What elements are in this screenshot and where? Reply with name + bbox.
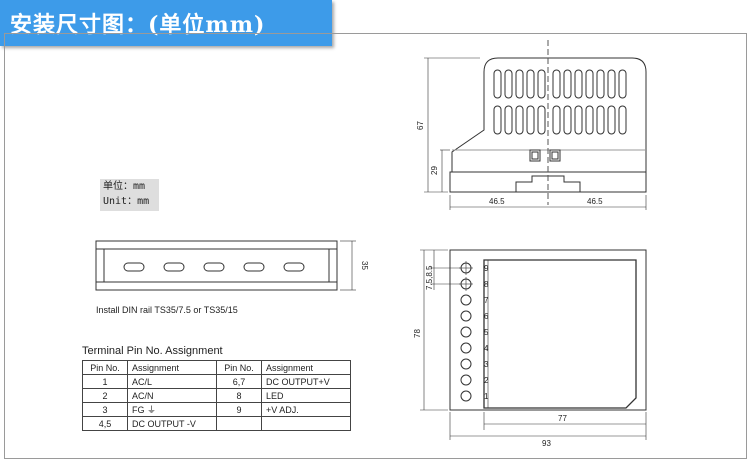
din-rail [95, 240, 356, 291]
table-row: 3 FG ⏚ 9 +V ADJ. [82, 402, 351, 417]
table-cell: 3 [82, 402, 128, 417]
table-cell: DC OUTPUT -V [127, 416, 217, 431]
table-cell: 8 [216, 388, 262, 403]
table-cell: 1 [82, 374, 128, 389]
unit-line-cn: 单位：mm [103, 181, 146, 192]
table-cell: 4,5 [82, 416, 128, 431]
table-cell: AC/N [127, 388, 217, 403]
pin-label-8: 8 [484, 280, 489, 289]
table-cell [261, 416, 351, 431]
pin-table-title: Terminal Pin No. Assignment [82, 345, 223, 357]
table-header-row: Pin No. Assignment Pin No. Assignment [82, 360, 351, 375]
table-cell: FG ⏚ [127, 402, 217, 417]
table-cell: +V ADJ. [261, 402, 351, 417]
table-cell: DC OUTPUT+V [261, 374, 351, 389]
terminal-pins [459, 261, 473, 402]
pin-assignment-table: Pin No. Assignment Pin No. Assignment 1 … [82, 360, 351, 431]
dim-front-inner-width: 77 [558, 414, 567, 423]
pin-label-6: 6 [484, 312, 489, 321]
front-view [420, 249, 647, 440]
din-rail-label: Install DIN rail TS35/7.5 or TS35/15 [96, 305, 238, 315]
header-assignment-2: Assignment [261, 360, 351, 375]
table-row: 4,5 DC OUTPUT -V [82, 416, 351, 431]
unit-line-en: Unit：mm [103, 196, 150, 207]
table-row: 2 AC/N 8 LED [82, 388, 351, 403]
dim-front-width: 93 [542, 439, 551, 448]
table-cell: 2 [82, 388, 128, 403]
header-assignment: Assignment [127, 360, 217, 375]
title-banner: 安装尺寸图：(单位mm) [0, 0, 332, 46]
pin-label-5: 5 [484, 328, 489, 337]
dim-pin-spacing: 7.5,8.5 [425, 265, 434, 290]
table-cell: AC/L [127, 374, 217, 389]
drawing-frame [4, 33, 747, 459]
table-cell: LED [261, 388, 351, 403]
dim-side-left-width: 46.5 [489, 197, 505, 206]
side-view [424, 40, 647, 210]
pin-label-9: 9 [484, 264, 489, 273]
dim-front-height: 78 [413, 329, 422, 338]
dim-side-height: 67 [416, 121, 425, 130]
dim-side-right-width: 46.5 [587, 197, 603, 206]
dim-rail-height: 35 [360, 261, 369, 270]
table-cell: 6,7 [216, 374, 262, 389]
vent-slots [493, 69, 627, 135]
dim-side-mount: 29 [430, 166, 439, 175]
pin-label-2: 2 [484, 376, 489, 385]
header-pin-no: Pin No. [82, 360, 128, 375]
header-pin-no-2: Pin No. [216, 360, 262, 375]
table-cell: 9 [216, 402, 262, 417]
pin-label-7: 7 [484, 296, 489, 305]
table-row: 1 AC/L 6,7 DC OUTPUT+V [82, 374, 351, 389]
pin-label-4: 4 [484, 344, 489, 353]
pin-label-1: 1 [484, 392, 489, 401]
unit-note: 单位：mm Unit：mm [100, 179, 159, 211]
pin-label-3: 3 [484, 360, 489, 369]
table-cell [216, 416, 262, 431]
